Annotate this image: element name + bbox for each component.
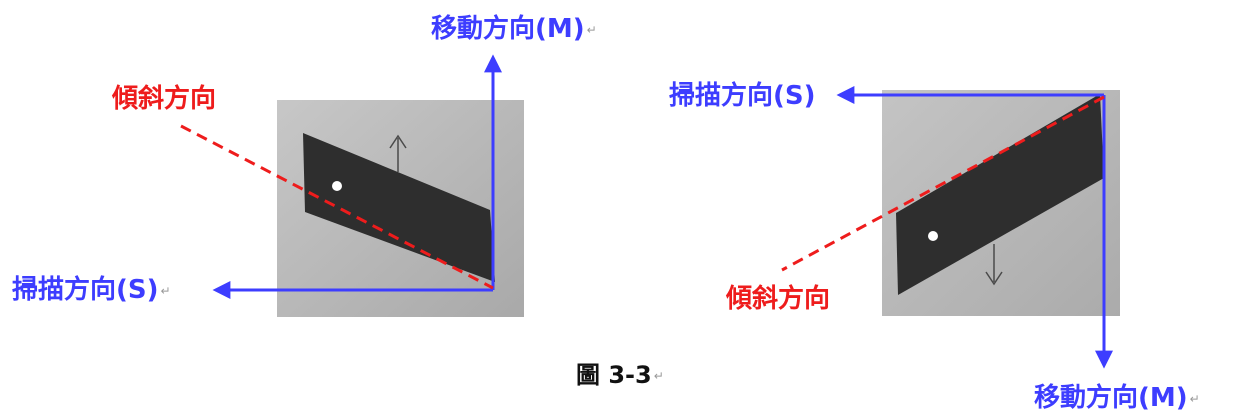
return-mark: ↵ [586, 22, 597, 37]
left-scan-label-text: 掃描方向(S) [12, 275, 159, 305]
left-move-label-text: 移動方向(M) [431, 14, 585, 44]
right-black-strip [896, 94, 1104, 295]
right-strip-hole [928, 231, 938, 241]
right-tilt-label-text: 傾斜方向 [726, 284, 831, 314]
right-scan-label-text: 掃描方向(S) [669, 81, 816, 111]
left-tilt-label-text: 傾斜方向 [112, 84, 217, 114]
left-scan-label: 掃描方向(S)↵ [12, 277, 171, 303]
return-mark: ↵ [1189, 391, 1200, 406]
left-photo [277, 100, 524, 317]
left-black-strip [303, 133, 495, 282]
right-photo [882, 90, 1120, 316]
right-tilt-direction-line [781, 95, 1105, 272]
left-strip-arrow-head [389, 134, 407, 149]
left-move-label: 移動方向(M)↵ [431, 16, 597, 42]
right-scan-label: 掃描方向(S) [669, 83, 816, 109]
left-strip-hole [332, 181, 342, 191]
right-strip-arrow-head [985, 271, 1003, 286]
figure-caption: 圖 3-3↵ [576, 363, 664, 387]
return-mark: ↵ [160, 283, 171, 298]
left-tilt-direction-line [180, 124, 494, 290]
figure-caption-text: 圖 3-3 [576, 361, 652, 389]
return-mark: ↵ [653, 369, 664, 383]
left-tilt-label: 傾斜方向 [112, 86, 216, 112]
right-tilt-label: 傾斜方向 [726, 286, 830, 312]
right-move-label-text: 移動方向(M) [1034, 383, 1188, 413]
right-move-label: 移動方向(M)↵ [1034, 385, 1200, 411]
